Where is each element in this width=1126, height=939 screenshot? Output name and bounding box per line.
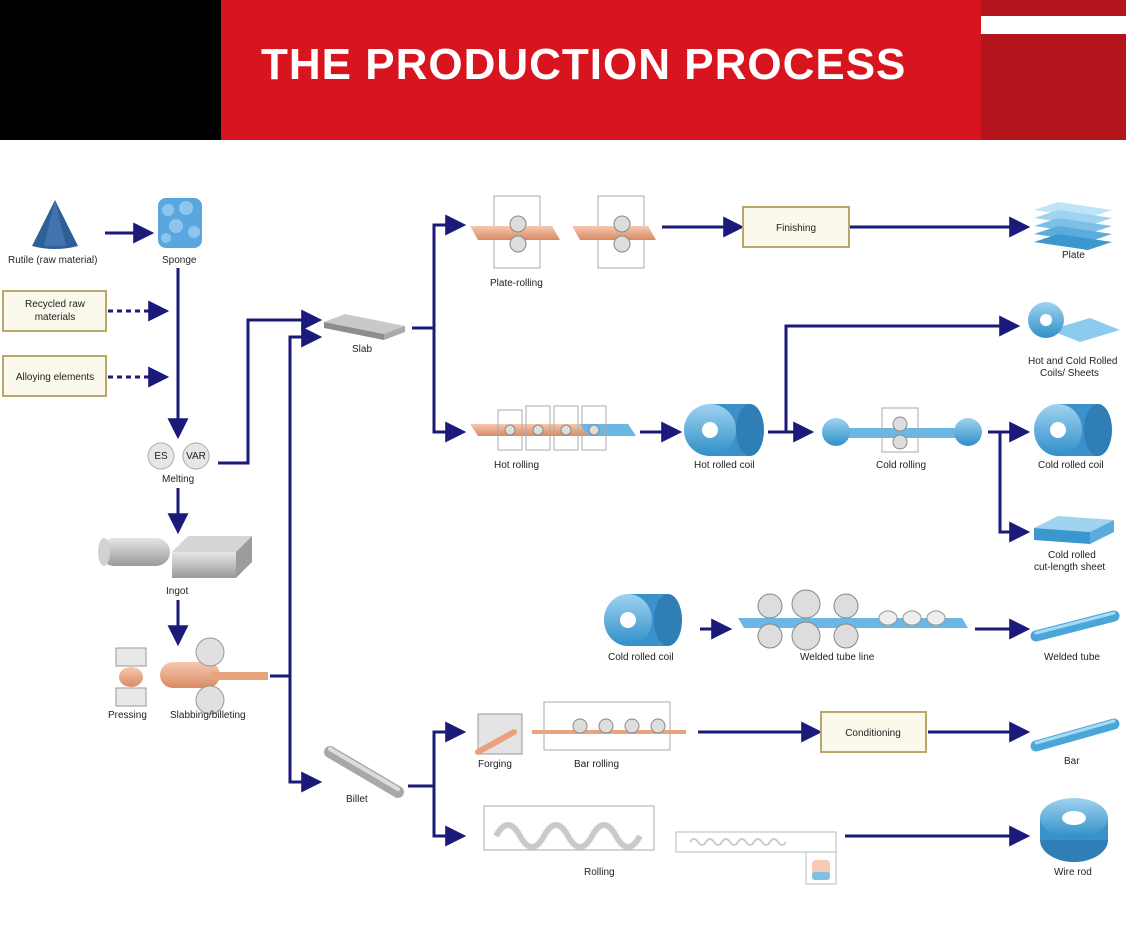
wire-rod-label: Wire rod xyxy=(1054,867,1092,878)
wire-rod-icon xyxy=(1040,798,1108,862)
cold-rolling-label: Cold rolling xyxy=(876,460,926,471)
var-furnace-icon xyxy=(182,442,210,470)
cold-rolled-coil-2-icon xyxy=(604,594,682,646)
welded-tube-label: Welded tube xyxy=(1044,652,1100,663)
hot-rolling-icon xyxy=(470,405,636,451)
plate-rolling-icon xyxy=(470,195,656,269)
welded-tube-icon xyxy=(1030,610,1120,642)
header-black-block xyxy=(0,0,221,140)
cut-sheet-icon xyxy=(1034,516,1114,544)
finishing-label: Finishing xyxy=(776,223,816,234)
billet-icon xyxy=(324,746,404,798)
bar-label: Bar xyxy=(1064,756,1080,767)
hot-cold-coils-line1: Hot and Cold Rolled xyxy=(1028,356,1118,367)
slabbing-label: Slabbing/billeting xyxy=(170,710,246,721)
rutile-label: Rutile (raw material) xyxy=(8,255,97,266)
plate-label: Plate xyxy=(1062,250,1085,261)
cold-rolled-coil-icon xyxy=(1034,404,1112,456)
welded-tube-line-icon xyxy=(738,589,968,651)
hot-cold-coils-line2: Coils/ Sheets xyxy=(1040,368,1099,379)
forging-label: Forging xyxy=(478,759,512,770)
conditioning-label: Conditioning xyxy=(845,728,901,739)
pressing-icon xyxy=(115,647,147,707)
melting-label: Melting xyxy=(162,474,194,485)
cold-rolling-icon xyxy=(822,407,982,453)
hot-rolled-coil-icon xyxy=(684,404,764,456)
header-white-stripe xyxy=(981,16,1126,34)
slab-label: Slab xyxy=(352,344,372,355)
page-title: THE PRODUCTION PROCESS xyxy=(261,40,907,89)
arrow-slab-plate xyxy=(412,214,467,330)
cold-rolled-coil-2-label: Cold rolled coil xyxy=(608,652,674,663)
slabbing-icon xyxy=(160,637,268,715)
recycled-box xyxy=(2,290,107,332)
pressing-label: Pressing xyxy=(108,710,147,721)
arrow-billet-rolling xyxy=(432,786,467,847)
arrow-slab-hot xyxy=(432,328,467,443)
rolling-label: Rolling xyxy=(584,867,615,878)
coil-sheet-icon xyxy=(1028,302,1120,342)
es-furnace-icon xyxy=(147,442,175,470)
conditioning-box xyxy=(820,711,927,753)
wire-rolling-icon xyxy=(483,805,837,885)
cut-sheet-line2: cut-length sheet xyxy=(1034,562,1105,573)
forging-icon xyxy=(475,713,523,755)
arrow-slabbing-billet xyxy=(288,676,323,793)
bar-rolling-label: Bar rolling xyxy=(574,759,619,770)
recycled-label-line1: Recycled raw xyxy=(25,299,86,310)
header-red-banner xyxy=(221,0,981,140)
es-label: ES xyxy=(154,451,168,462)
cold-rolled-coil-label: Cold rolled coil xyxy=(1038,460,1104,471)
arrow-cold-sheet xyxy=(998,432,1031,543)
billet-label: Billet xyxy=(346,794,368,805)
connectors xyxy=(105,214,1031,847)
plate-rolling-label: Plate-rolling xyxy=(490,278,543,289)
arrow-coil-sheets xyxy=(768,315,1021,434)
welded-tube-line-label: Welded tube line xyxy=(800,652,875,663)
cut-sheet-line1: Cold rolled xyxy=(1048,550,1096,561)
bar-icon xyxy=(1030,718,1120,752)
sponge-icon xyxy=(158,198,202,248)
alloying-label: Alloying elements xyxy=(16,372,94,383)
rutile-pile-icon xyxy=(32,200,78,249)
plate-stack-icon xyxy=(1034,202,1112,250)
hot-rolled-coil-label: Hot rolled coil xyxy=(694,460,755,471)
alloying-box xyxy=(2,355,107,397)
ingot-label: Ingot xyxy=(166,586,188,597)
finishing-box xyxy=(742,206,850,248)
arrow-slabbing-slab xyxy=(270,326,323,678)
slab-icon xyxy=(324,314,405,340)
arrow-melting-slab xyxy=(218,309,323,465)
var-label: VAR xyxy=(186,451,206,462)
hot-rolling-label: Hot rolling xyxy=(494,460,539,471)
bar-rolling-icon xyxy=(532,701,686,751)
ingot-icon xyxy=(98,536,252,578)
recycled-label-line2: materials xyxy=(35,312,76,323)
arrow-billet-forging xyxy=(408,721,467,788)
sponge-label: Sponge xyxy=(162,255,197,266)
